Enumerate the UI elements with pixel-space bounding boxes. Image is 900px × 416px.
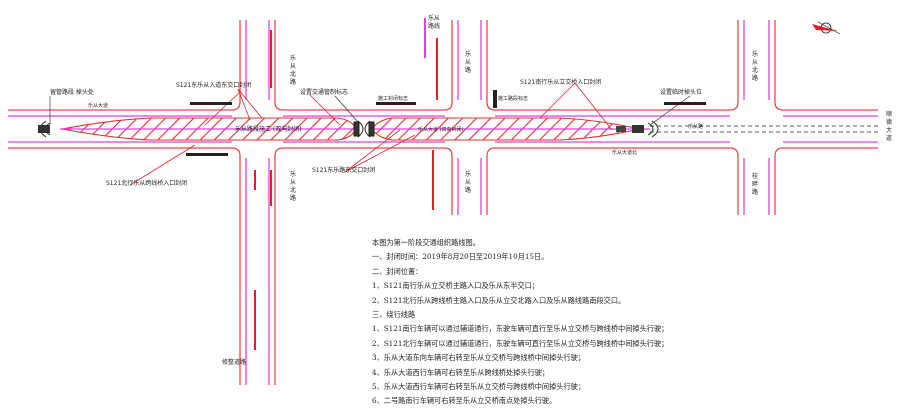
- svg-text:乐: 乐: [290, 55, 296, 62]
- vertical-label-mid-bottom: 乐从路: [465, 171, 471, 194]
- svg-text:路: 路: [752, 188, 758, 196]
- service-roads: [8, 20, 878, 385]
- notes-item: 1、S121南行乐从立交桥主路入口及乐从东半交口；: [372, 281, 539, 291]
- svg-text:顺: 顺: [886, 111, 892, 118]
- label-zone-right: 乐从大道 (双向封闭): [418, 126, 464, 133]
- left-end-marker: [38, 125, 50, 133]
- svg-text:道: 道: [886, 134, 892, 142]
- svg-text:德: 德: [886, 118, 892, 126]
- svg-text:路: 路: [465, 186, 471, 194]
- svg-text:畔: 畔: [752, 180, 758, 188]
- notes-item: 一、封闭时间：2019年8月20日至2019年10月15日。: [372, 252, 549, 262]
- notes-item: 2、S121北行车辆可以通过辅道通行，东驶车辆可直行至乐从立交桥与跨线桥中间掉头…: [372, 338, 669, 348]
- label-left-end: 留管路段 掉头处: [50, 88, 94, 96]
- svg-text:路线: 路线: [428, 22, 440, 30]
- label-center-small: 施工封闭标志: [378, 95, 408, 102]
- notes-item: 6、二号路南行车辆可右转至乐从立交桥南点处掉头行驶。: [372, 396, 557, 406]
- svg-text:乐: 乐: [752, 51, 758, 58]
- svg-text:路: 路: [752, 74, 758, 82]
- svg-text:大: 大: [886, 126, 892, 134]
- main-road-edges: [8, 20, 878, 385]
- notes-item: 4、乐从大道西行车辆可右转至乐从跨线桥处掉头行驶；: [372, 367, 550, 377]
- label-zone-left: 乐从路段施工 (双向封闭): [235, 125, 302, 133]
- notes-item: 二、封闭位置：: [372, 266, 423, 276]
- vertical-label-mid-top: 乐从路: [465, 51, 471, 74]
- red-vertical-lines: [254, 30, 438, 350]
- label-road-center: 乐从路: [688, 123, 703, 130]
- svg-text:北: 北: [752, 66, 758, 74]
- label-s121-top-right: S121南行乐从立交桥入口封闭: [520, 78, 601, 86]
- label-top-node: 乐从 路线: [428, 15, 440, 30]
- notes-item: 2、S121北行乐从跨线桥主路入口及乐从立交北路入口及乐从路线路南段交口。: [372, 295, 626, 305]
- svg-text:北: 北: [290, 186, 296, 194]
- svg-text:桂: 桂: [752, 172, 758, 180]
- info-bar-2: [186, 153, 228, 156]
- label-s121-bottom-left: S121北行乐从跨线桥入口封闭: [106, 179, 187, 187]
- label-bottom-lane: 乐从大道北: [612, 149, 637, 156]
- svg-text:乐: 乐: [465, 171, 471, 178]
- label-lane: 乐从大道: [88, 102, 108, 109]
- info-bar-1: [190, 102, 232, 105]
- svg-text:北: 北: [290, 70, 296, 78]
- pointer-lines: [129, 82, 613, 186]
- center-node: [353, 120, 375, 138]
- notes-item: 3、乐从大道东向车辆可右转至乐从立交桥与跨线桥中间掉头行驶；: [372, 353, 586, 363]
- svg-text:从: 从: [290, 63, 296, 70]
- notes-item: 三、绕行线路: [372, 310, 416, 320]
- svg-text:路: 路: [290, 78, 296, 86]
- right-end-marker: [632, 125, 644, 133]
- svg-text:路: 路: [465, 66, 471, 74]
- label-center-node: 设置交通管制标志: [300, 88, 348, 96]
- svg-text:乐: 乐: [465, 51, 471, 58]
- leader-lines: [49, 95, 691, 126]
- info-bar-3: [376, 102, 416, 105]
- label-right-small: 施工路段标志: [498, 95, 528, 102]
- svg-text:路: 路: [290, 194, 296, 202]
- label-bottom-left-node: 修整道路: [222, 358, 246, 366]
- info-bar-5: [664, 102, 706, 105]
- compass-icon: [812, 21, 841, 35]
- svg-text:乐: 乐: [290, 171, 296, 178]
- notes-panel: 本图为第一阶段交通组织路线图。 一、封闭时间：2019年8月20日至2019年1…: [372, 236, 672, 409]
- notes-item: 1、S121南行车辆可以通过辅道通行，东驶车辆可直行至乐从立交桥与跨线桥中间掉头…: [372, 324, 669, 334]
- info-bar-4: [493, 90, 497, 108]
- label-right-node: 设置临时掉头位: [660, 88, 702, 96]
- svg-text:从: 从: [290, 179, 296, 186]
- svg-text:从: 从: [465, 59, 471, 66]
- notes-title: 本图为第一阶段交通组织路线图。: [372, 238, 480, 247]
- svg-text:从: 从: [752, 59, 758, 66]
- svg-text:从: 从: [465, 179, 471, 186]
- label-s121-top-left: S121东乐从入道东交口封闭: [176, 81, 251, 89]
- notes-item: 5、乐从大道西行车辆可右转至乐从立交桥与跨线桥中间掉头行驶；: [372, 382, 586, 392]
- label-s121-bottom-mid: S121东乐路东交口封闭: [312, 166, 375, 174]
- vertical-label-right-bottom: 桂畔路: [752, 172, 758, 196]
- svg-text:乐从: 乐从: [428, 15, 440, 22]
- lane-dashes: [650, 125, 878, 133]
- mid-marker: [616, 126, 626, 132]
